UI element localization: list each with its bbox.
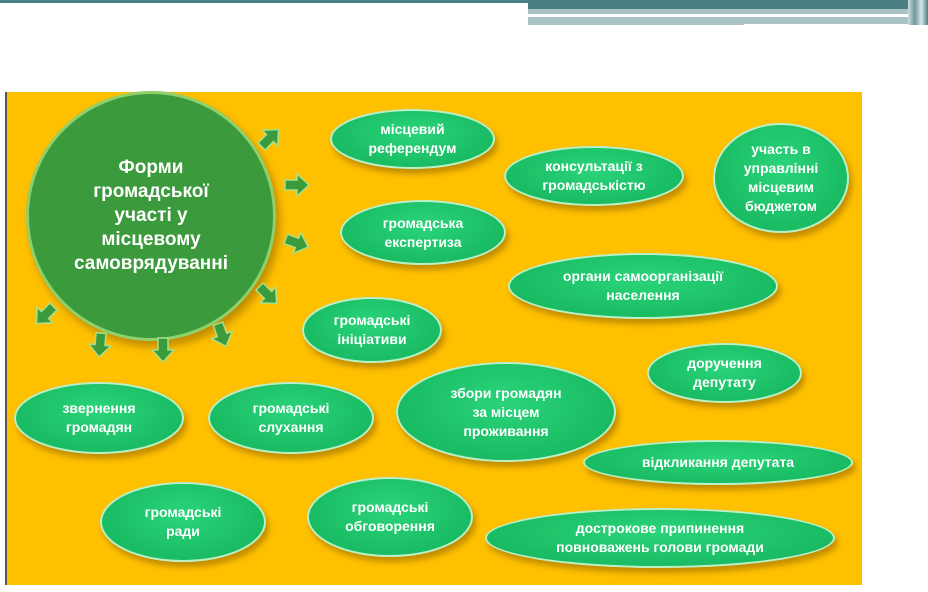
header-decoration [528,17,928,25]
arrow-icon [150,337,176,364]
form-public-councils: громадські ради [100,482,266,562]
arrow-icon [205,318,238,351]
form-deputy-recall: відкликання депутата [583,440,853,485]
form-public-initiatives: громадські ініціативи [302,297,442,363]
form-public-discussions: громадські обговорення [307,477,473,557]
header-decoration [528,14,865,17]
arrow-icon [250,277,287,314]
form-public-expertise: громадська експертиза [340,200,506,265]
form-citizen-meetings: збори громадян за місцем проживання [396,362,616,462]
form-public-hearings: громадські слухання [208,382,374,454]
arrow-icon [86,331,114,359]
header-decoration [528,9,928,14]
form-self-organization-bodies: органи самоорганізації населення [508,253,778,319]
form-local-referendum: місцевий референдум [330,109,495,169]
arrow-icon [284,172,311,198]
header-decoration [908,0,928,25]
arrow-icon [27,297,64,334]
form-early-termination: дострокове припинення повноважень голови… [485,508,835,568]
form-citizen-appeals: звернення громадян [14,382,184,454]
header-decoration [528,0,928,9]
header-decoration [0,0,528,3]
form-budget-participation: участь в управлінні місцевим бюджетом [713,123,849,233]
form-deputy-mandate: доручення депутату [647,343,802,403]
central-concept: Форми громадської участі у місцевому сам… [26,91,276,341]
form-public-consultations: консультації з громадськістю [504,146,684,206]
arrow-icon [280,226,313,259]
arrow-icon [252,120,289,157]
header-decoration [744,24,928,27]
